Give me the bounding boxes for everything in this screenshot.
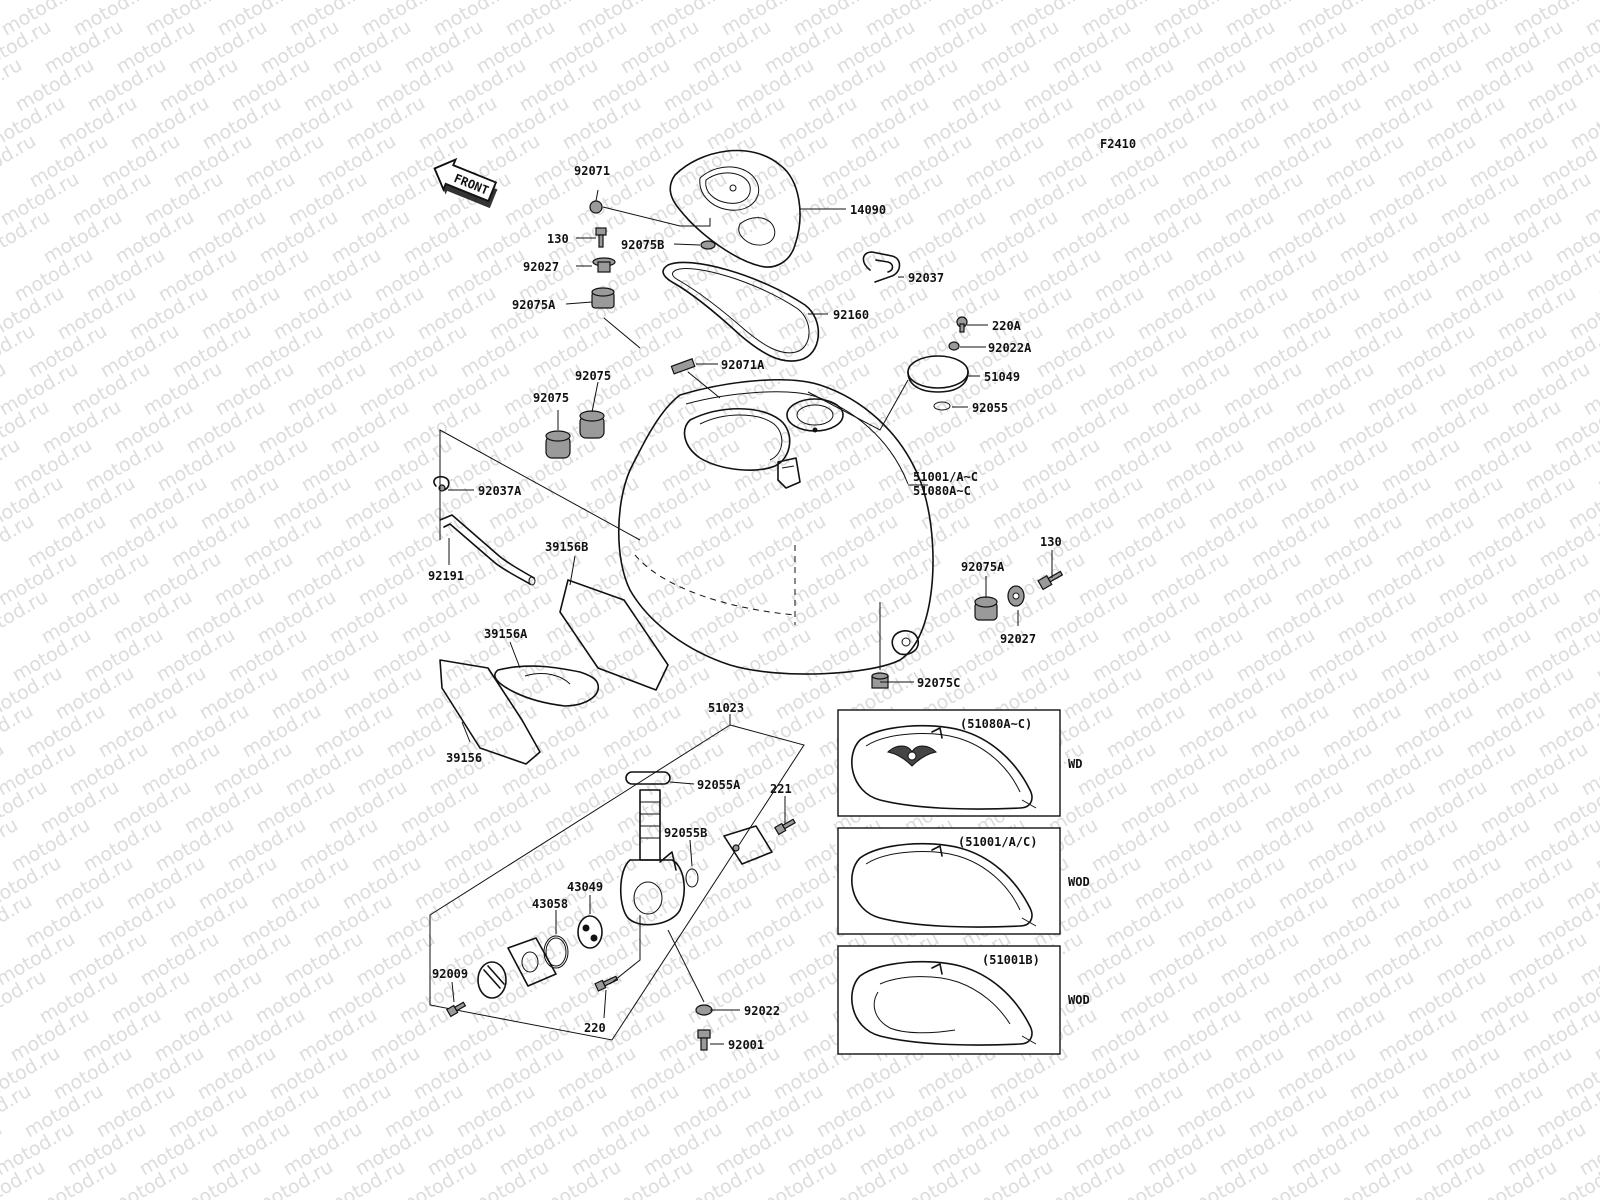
variant-3-code: WOD bbox=[1068, 993, 1090, 1007]
callout-92071A: 92071A bbox=[721, 358, 765, 372]
callout-92037A: 92037A bbox=[478, 484, 522, 498]
callout-92191: 92191 bbox=[428, 569, 464, 583]
callout-92075A-top: 92075A bbox=[512, 298, 556, 312]
washer-92075B bbox=[700, 240, 716, 250]
callout-92027-top: 92027 bbox=[523, 260, 559, 274]
callout-92160: 92160 bbox=[833, 308, 869, 322]
callout-92009: 92009 bbox=[432, 967, 468, 981]
callout-92027-right: 92027 bbox=[1000, 632, 1036, 646]
variant-1-code: WD bbox=[1068, 757, 1082, 771]
callout-51001: 51001/A~C bbox=[913, 470, 978, 484]
callout-221: 221 bbox=[770, 782, 792, 796]
callout-43058: 43058 bbox=[532, 897, 568, 911]
callout-92071: 92071 bbox=[574, 164, 610, 178]
callout-51049: 51049 bbox=[984, 370, 1020, 384]
callout-92055: 92055 bbox=[972, 401, 1008, 415]
variant-2-title: (51001/A/C) bbox=[958, 835, 1037, 849]
variant-box-3: (51001B) WOD bbox=[837, 945, 1090, 1055]
damper-92075A-right bbox=[974, 596, 998, 621]
variant-2-code: WOD bbox=[1068, 875, 1090, 889]
callout-220: 220 bbox=[584, 1021, 606, 1035]
damper-92075-b bbox=[579, 410, 605, 439]
variant-box-2: (51001/A/C) WOD bbox=[837, 827, 1090, 935]
figure-code: F2410 bbox=[1100, 137, 1136, 151]
washer-92022 bbox=[695, 1004, 713, 1016]
damper-92075-a bbox=[545, 430, 571, 459]
damper-92075C bbox=[871, 672, 889, 689]
callout-220A: 220A bbox=[992, 319, 1022, 333]
grommet-92071 bbox=[589, 200, 603, 214]
collar-92027-top bbox=[592, 257, 616, 273]
callout-14090: 14090 bbox=[850, 203, 886, 217]
callout-43049: 43049 bbox=[567, 880, 603, 894]
callout-92055B: 92055B bbox=[664, 826, 707, 840]
callout-92075A-right: 92075A bbox=[961, 560, 1005, 574]
callout-92075-a: 92075 bbox=[575, 369, 611, 383]
callout-39156B: 39156B bbox=[545, 540, 588, 554]
callout-130-right: 130 bbox=[1040, 535, 1062, 549]
callout-92037: 92037 bbox=[908, 271, 944, 285]
callout-130-top: 130 bbox=[547, 232, 569, 246]
variant-3-title: (51001B) bbox=[982, 953, 1040, 967]
washer-92022A bbox=[948, 341, 960, 351]
callout-51023: 51023 bbox=[708, 701, 744, 715]
callout-92001: 92001 bbox=[728, 1038, 764, 1052]
callout-39156: 39156 bbox=[446, 751, 482, 765]
damper-92075A-top bbox=[591, 287, 615, 309]
callout-92055A: 92055A bbox=[697, 778, 741, 792]
collar-92027-right bbox=[1007, 585, 1025, 607]
callout-92075B: 92075B bbox=[621, 238, 664, 252]
callout-92075-b: 92075 bbox=[533, 391, 569, 405]
callout-51080: 51080A~C bbox=[913, 484, 971, 498]
callout-92022: 92022 bbox=[744, 1004, 780, 1018]
callout-39156A: 39156A bbox=[484, 627, 528, 641]
callout-92075C: 92075C bbox=[917, 676, 960, 690]
variant-box-1: (51080A~C) WD bbox=[837, 709, 1082, 817]
callout-92022A: 92022A bbox=[988, 341, 1032, 355]
variant-1-title: (51080A~C) bbox=[960, 717, 1032, 731]
